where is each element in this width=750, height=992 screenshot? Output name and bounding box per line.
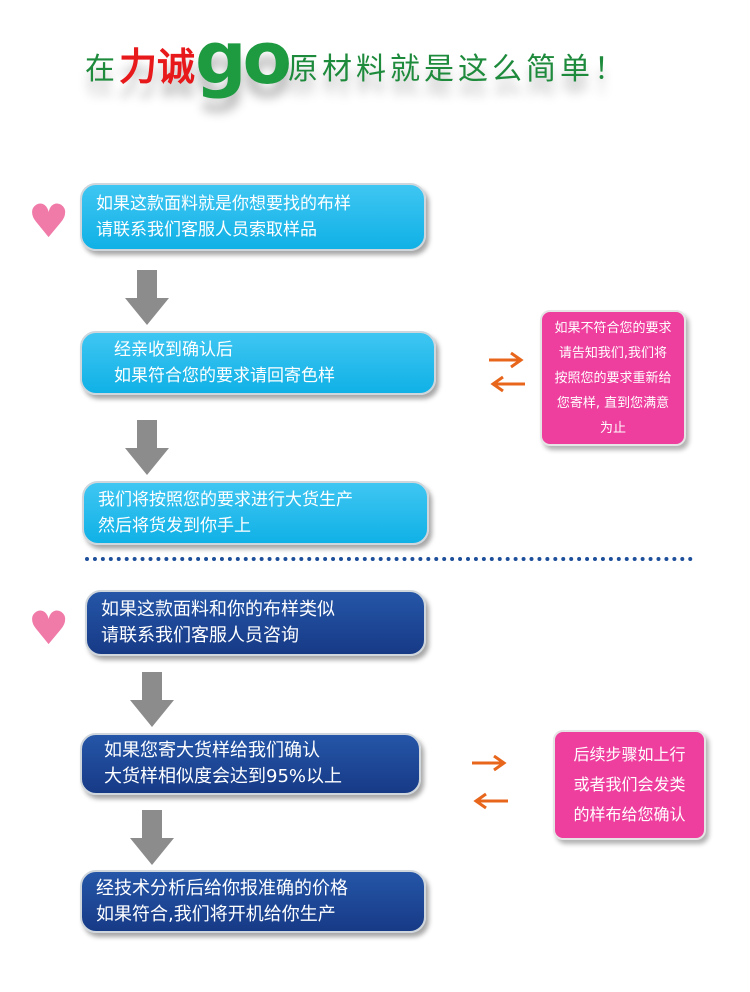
page-title: 在 力诚 go 原材料就是这么简单！: [85, 22, 629, 120]
step-text: 如果这款面料和你的布样类似: [101, 599, 335, 620]
flow2-step1: 如果这款面料和你的布样类似 请联系我们客服人员咨询: [85, 590, 426, 656]
step-text: 请联系我们客服人员索取样品: [96, 220, 317, 240]
step-text: 然后将货发到你手上: [98, 516, 251, 536]
note-text: 请告知我们,我们将: [558, 345, 668, 361]
title-text: 原材料就是这么简单！: [288, 52, 629, 87]
step-text: 经亲收到确认后: [114, 340, 233, 360]
note-text: 您寄样, 直到您满意: [556, 395, 670, 411]
step-text: 大货样相似度会达到95%以上: [104, 766, 343, 787]
arrow-down-icon: [125, 270, 169, 325]
step-text: 如果这款面料就是你想要找的布样: [96, 194, 351, 214]
arrow-down-icon: [130, 672, 174, 727]
step-text: 请联系我们客服人员咨询: [101, 625, 299, 646]
step-text: 我们将按照您的要求进行大货生产: [98, 490, 353, 510]
note-text: 如果不符合您的要求: [554, 320, 672, 336]
step-text: 如果符合,我们将开机给你生产: [96, 903, 336, 925]
step-text: 经技术分析后给你报准确的价格: [96, 877, 348, 899]
title-text: 在: [85, 52, 119, 87]
flow1-step2: 经亲收到确认后 如果符合您的要求请回寄色样: [80, 331, 436, 395]
arrow-down-icon: [130, 810, 174, 865]
note-text: 后续步骤如上行: [573, 745, 686, 764]
note-text: 为止: [599, 420, 626, 436]
step-text: 如果符合您的要求请回寄色样: [114, 366, 335, 386]
note-text: 或者我们会发类: [573, 775, 686, 794]
flow2-step2: 如果您寄大货样给我们确认 大货样相似度会达到95%以上: [80, 733, 421, 795]
note-text: 按照您的要求重新给: [554, 370, 672, 386]
flow2-side-note: 后续步骤如上行 或者我们会发类 的样布给您确认: [553, 730, 706, 840]
divider: [85, 557, 693, 561]
heart-icon: ♥: [28, 601, 70, 655]
step-text: 如果您寄大货样给我们确认: [104, 740, 320, 761]
exchange-arrows-icon: [487, 350, 527, 394]
brand-name: 力诚: [119, 45, 196, 89]
flow2-step3: 经技术分析后给你报准确的价格 如果符合,我们将开机给你生产: [80, 870, 426, 933]
arrow-down-icon: [125, 420, 169, 475]
flow1-step1: 如果这款面料就是你想要找的布样 请联系我们客服人员索取样品: [80, 183, 426, 251]
flow1-step3: 我们将按照您的要求进行大货生产 然后将货发到你手上: [82, 481, 429, 545]
flow1-side-note: 如果不符合您的要求 请告知我们,我们将 按照您的要求重新给 您寄样, 直到您满意…: [540, 310, 686, 446]
exchange-arrows-icon: [472, 755, 508, 810]
brand-go: go: [195, 16, 292, 100]
heart-icon: ♥: [28, 194, 70, 248]
note-text: 的样布给您确认: [573, 805, 686, 824]
